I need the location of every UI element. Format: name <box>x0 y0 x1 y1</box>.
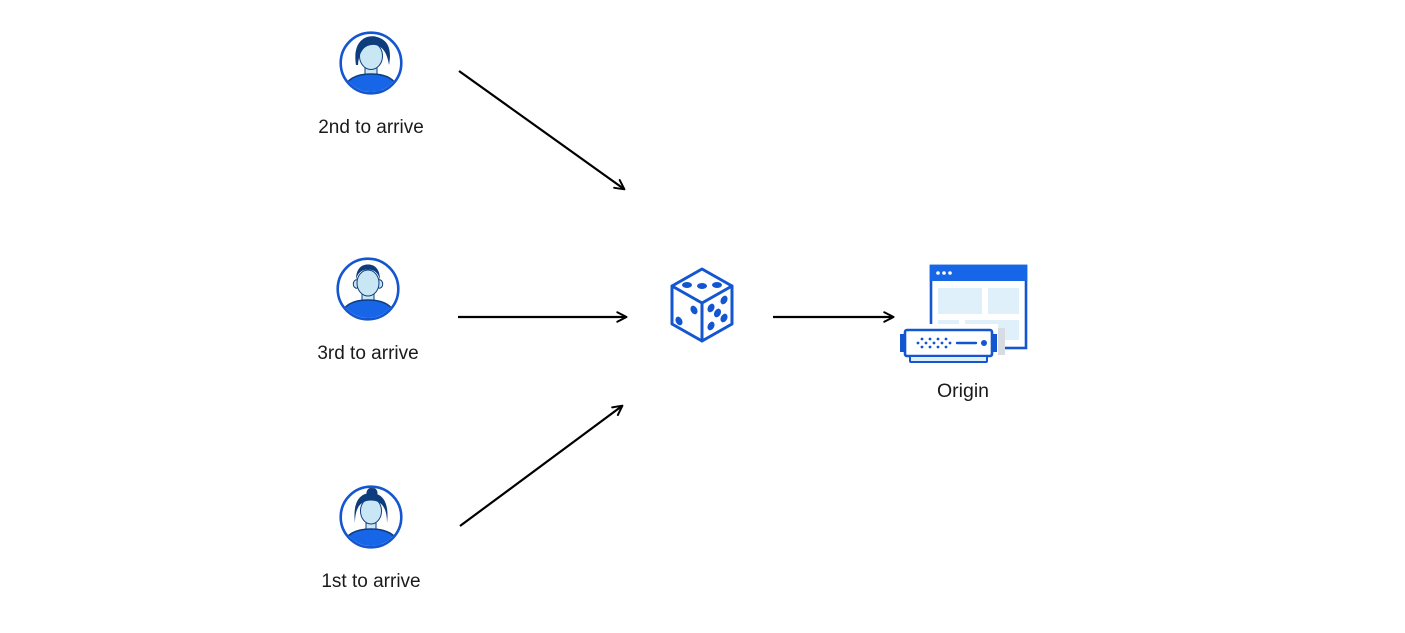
man-swept-hair-avatar-icon <box>339 31 403 95</box>
visitor-node-1st-to-arrive: 1st to arrive <box>301 485 441 593</box>
visitor-label: 2nd to arrive <box>318 117 424 138</box>
origin-node: Origin <box>893 262 1033 403</box>
randomizer-node <box>666 265 738 347</box>
visitor-label: 1st to arrive <box>321 571 421 592</box>
visitor-node-3rd-to-arrive: 3rd to arrive <box>298 257 438 365</box>
visitor-node-2nd-to-arrive: 2nd to arrive <box>301 31 441 139</box>
woman-bun-hair-avatar-icon <box>339 485 403 549</box>
origin-label: Origin <box>936 380 990 402</box>
man-short-hair-avatar-icon <box>336 257 400 321</box>
dice-icon <box>670 267 734 343</box>
origin-server-browser-icon <box>899 264 1028 363</box>
arrow-visitor-2nd-to-dice <box>458 70 626 191</box>
arrow-visitor-1st-to-dice <box>459 404 624 527</box>
visitor-label: 3rd to arrive <box>317 343 419 364</box>
